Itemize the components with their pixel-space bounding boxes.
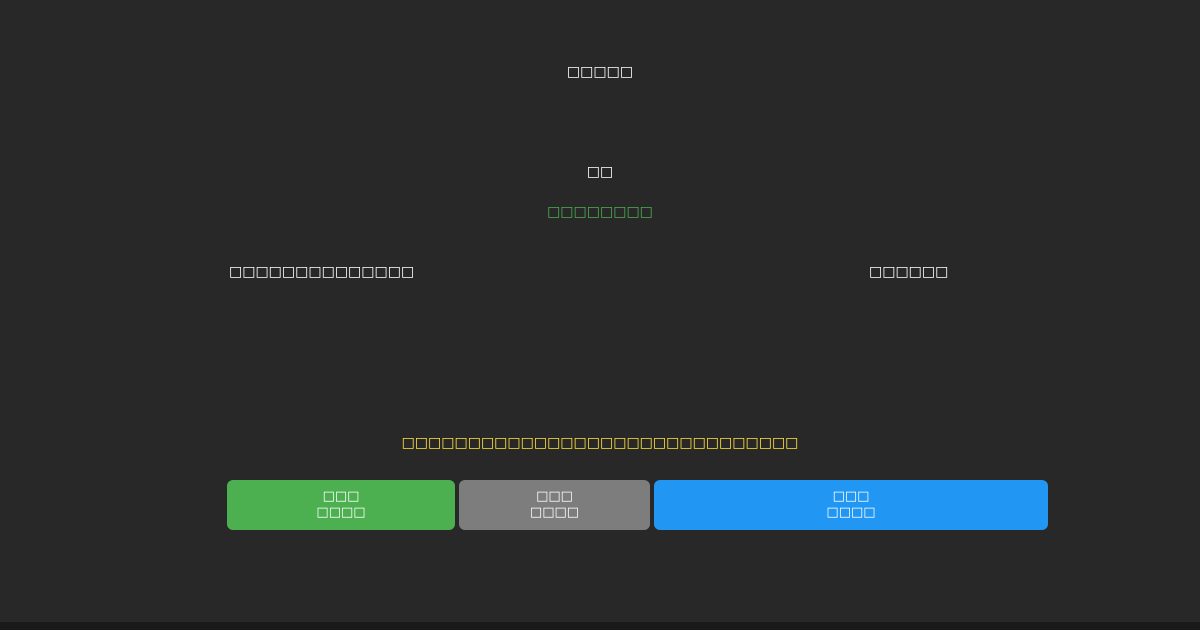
info-right-text: □□□□□□ [869,264,949,280]
warning-message: □□□□□□□□□□□□□□□□□□□□□□□□□□□□□□ [401,435,799,451]
green-action-button[interactable]: □□□ □□□□ [227,480,455,530]
page-title: □□□□□ [566,64,634,80]
center-label: □□ [586,164,614,180]
status-text-green: □□□□□□□□ [547,204,653,220]
blue-action-button[interactable]: □□□ □□□□ [654,480,1048,530]
info-left-text: □□□□□□□□□□□□□□ [229,264,415,280]
gray-action-button-line1: □□□ [536,489,573,504]
blue-action-button-line1: □□□ [832,489,870,504]
footer-bar [0,622,1200,630]
blue-action-button-line2: □□□□ [826,505,876,520]
green-action-button-line1: □□□ [322,489,360,504]
gray-action-button-line2: □□□□ [529,505,580,520]
green-action-button-line2: □□□□ [316,505,366,520]
gray-action-button[interactable]: □□□ □□□□ [459,480,650,530]
